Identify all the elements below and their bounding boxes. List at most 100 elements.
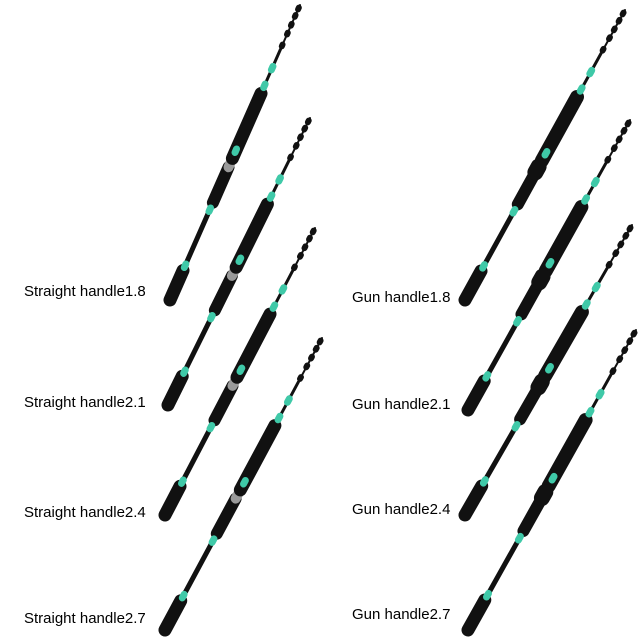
line-guide <box>626 224 634 233</box>
butt-grip <box>163 264 190 307</box>
reel-seat-grip <box>208 379 239 427</box>
accent-ring <box>482 371 492 382</box>
label-gun-2-7: Gun handle2.7 <box>352 606 451 623</box>
butt-grip <box>458 264 488 307</box>
line-guide <box>297 374 304 382</box>
line-guide <box>304 117 312 126</box>
trigger <box>527 158 547 181</box>
butt-grip <box>161 369 189 412</box>
accent-ring <box>208 535 218 546</box>
accent-ring <box>581 194 591 205</box>
reel-seat-grip <box>208 269 238 317</box>
line-guide <box>606 34 613 42</box>
line-guide <box>292 141 300 150</box>
line-guide <box>309 227 317 236</box>
accent-ring <box>267 62 277 74</box>
label-gun-2-4: Gun handle2.4 <box>352 501 451 518</box>
line-guide <box>621 346 629 354</box>
accent-ring <box>205 204 215 215</box>
accent-ring <box>180 260 190 272</box>
accent-ring <box>240 476 249 488</box>
accent-ring <box>269 301 279 312</box>
line-guide <box>612 249 620 257</box>
line-guide <box>295 4 302 13</box>
label-straight-2-1: Straight handle2.1 <box>24 394 146 411</box>
trigger <box>533 484 554 506</box>
reel-seat-grip <box>206 161 235 209</box>
line-guide <box>609 367 617 375</box>
accent-ring <box>236 364 246 375</box>
line-guide <box>617 240 625 249</box>
line-guide <box>297 133 304 142</box>
accent-ring <box>260 80 269 92</box>
label-straight-1-8: Straight handle1.8 <box>24 283 146 300</box>
line-guide <box>599 45 607 54</box>
label-straight-2-4: Straight handle2.4 <box>24 504 146 521</box>
line-guide <box>610 25 618 34</box>
butt-grip <box>461 374 491 417</box>
line-guide <box>626 337 634 345</box>
line-guide <box>308 353 315 362</box>
butt-grip <box>158 594 188 637</box>
line-guide <box>297 251 304 260</box>
accent-ring <box>513 316 523 327</box>
butt-grip <box>458 479 489 522</box>
accent-ring <box>207 311 216 323</box>
line-guide <box>610 144 618 152</box>
accent-ring <box>509 206 519 217</box>
accent-ring <box>180 366 189 377</box>
accent-ring <box>590 176 600 188</box>
line-guide <box>301 243 309 252</box>
label-straight-2-7: Straight handle2.7 <box>24 610 146 627</box>
accent-ring <box>514 532 524 544</box>
label-gun-2-1: Gun handle2.1 <box>352 396 451 413</box>
trigger <box>530 373 550 396</box>
reel-seat-grip <box>210 492 242 540</box>
accent-ring <box>231 145 241 156</box>
accent-ring <box>178 590 188 602</box>
line-guide <box>284 29 291 38</box>
accent-ring <box>511 421 521 432</box>
butt-grip <box>158 479 187 522</box>
accent-ring <box>275 174 284 185</box>
trigger <box>531 268 551 291</box>
line-guide <box>291 12 299 20</box>
accent-ring <box>479 261 489 272</box>
line-guide <box>303 362 311 371</box>
accent-ring <box>581 299 591 310</box>
line-guide <box>287 153 294 162</box>
accent-ring <box>586 66 596 78</box>
accent-ring <box>274 412 284 424</box>
accent-ring <box>178 476 187 487</box>
accent-ring <box>545 363 555 374</box>
accent-ring <box>595 388 605 400</box>
accent-ring <box>278 284 288 295</box>
accent-ring <box>545 258 555 269</box>
accent-ring <box>585 406 595 418</box>
line-guide <box>291 263 298 272</box>
line-guide <box>605 260 613 269</box>
accent-ring <box>541 148 551 159</box>
line-guide <box>619 9 627 18</box>
line-guide <box>287 20 295 29</box>
accent-ring <box>235 254 245 265</box>
butt-grip <box>461 593 492 637</box>
accent-ring <box>479 476 489 487</box>
accent-ring <box>576 84 586 95</box>
label-gun-1-8: Gun handle1.8 <box>352 289 451 306</box>
accent-ring <box>482 589 492 601</box>
line-guide <box>604 155 612 164</box>
line-guide <box>616 355 624 363</box>
accent-ring <box>206 421 216 433</box>
line-guide <box>624 119 632 128</box>
line-guide <box>278 41 286 50</box>
accent-ring <box>591 281 601 293</box>
line-guide <box>312 344 320 353</box>
line-guide <box>316 337 324 346</box>
line-guide <box>630 329 638 338</box>
line-guide <box>615 16 623 25</box>
line-guide <box>615 135 623 144</box>
line-guide <box>306 234 313 243</box>
